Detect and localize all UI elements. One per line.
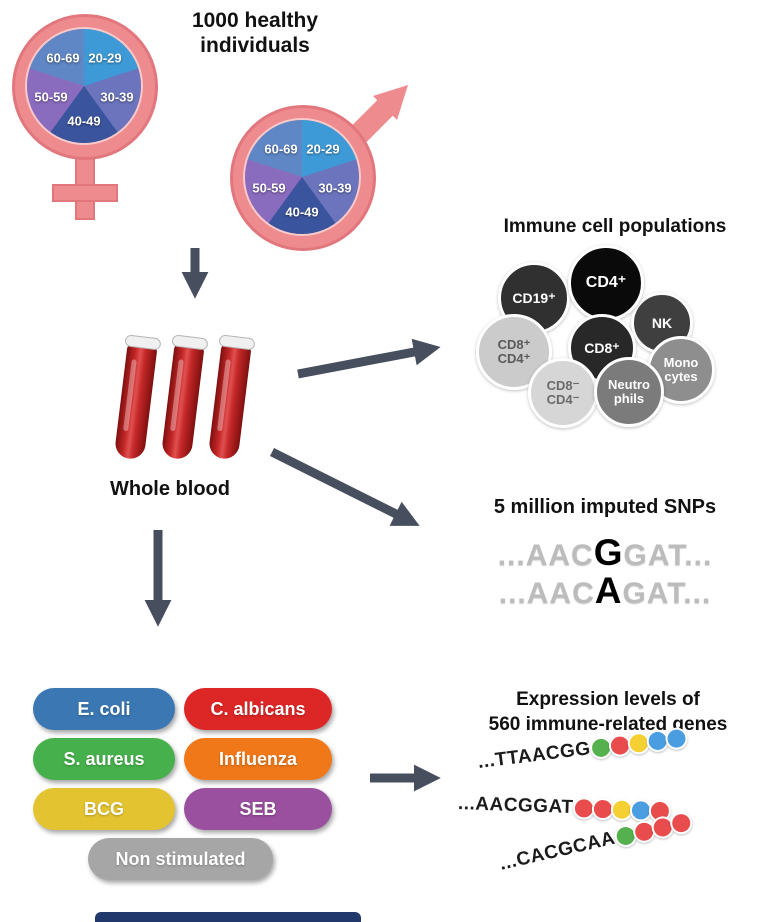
age-group-50-59: 50-59 — [34, 89, 68, 105]
snp-variant-allele: A — [594, 570, 623, 611]
cell-cd4-pos: CD4⁺ — [568, 245, 644, 321]
study-title-line1: 1000 healthy — [191, 9, 319, 32]
cell-neutrophils: Neutro phils — [594, 357, 664, 427]
snp-prefix: ...AAC — [497, 539, 594, 572]
age-group-20-29: 20-29 — [306, 141, 340, 157]
study-title-line2: individuals — [200, 34, 310, 58]
stimulus-saureus: S. aureus — [33, 738, 175, 780]
age-group-20-29: 20-29 — [88, 50, 122, 66]
stimulus-bcg: BCG — [33, 788, 175, 830]
stimulus-non-stimulated: Non stimulated — [88, 838, 273, 880]
stimulus-influenza: Influenza — [184, 738, 332, 780]
sequence-text: ...AACGGAT — [457, 793, 574, 819]
female-circle: 20-29 30-39 40-49 50-59 60-69 — [12, 14, 158, 160]
whole-blood-label: Whole blood — [110, 478, 230, 500]
bottom-cropped-bar — [95, 912, 361, 922]
expression-title-line1: Expression levels of — [516, 689, 700, 710]
sequence-text: ...TTAACGG — [476, 738, 592, 773]
age-group-60-69: 60-69 — [264, 141, 298, 157]
age-group-40-49: 40-49 — [285, 204, 319, 220]
age-group-30-39: 30-39 — [318, 180, 352, 196]
stimulus-calbicans: C. albicans — [184, 688, 332, 730]
expression-title: Expression levels of 560 immune-related … — [452, 688, 764, 737]
age-group-30-39: 30-39 — [100, 89, 134, 105]
blood-tube-2 — [157, 334, 209, 463]
male-age-pie-chart: 20-29 30-39 40-49 50-59 60-69 — [245, 120, 359, 234]
stimulus-seb: SEB — [184, 788, 332, 830]
stimulus-ecoli: E. coli — [33, 688, 175, 730]
blood-tube-3 — [204, 334, 256, 463]
age-group-40-49: 40-49 — [67, 113, 101, 129]
male-circle: 20-29 30-39 40-49 50-59 60-69 — [230, 105, 376, 251]
snp-sequence-2: ...AACAGAT... — [452, 570, 758, 612]
female-symbol-crossbar — [52, 184, 118, 202]
cell-cd8-cd4-dn: CD8⁻ CD4⁻ — [528, 358, 598, 428]
snps-title: 5 million imputed SNPs — [493, 496, 717, 518]
female-age-pie-chart: 20-29 30-39 40-49 50-59 60-69 — [27, 29, 141, 143]
immune-cells-title: Immune cell populations — [503, 216, 727, 237]
male-symbol: 20-29 30-39 40-49 50-59 60-69 — [230, 85, 408, 255]
snp-suffix: GAT... — [622, 577, 712, 610]
snp-suffix: GAT... — [623, 539, 713, 572]
expression-title-line2: 560 immune-related genes — [488, 713, 728, 735]
snp-sequence-1: ...AACGGAT... — [452, 532, 758, 574]
age-group-50-59: 50-59 — [252, 180, 286, 196]
arrow-blood-to-cells — [297, 338, 441, 379]
age-group-60-69: 60-69 — [46, 50, 80, 66]
arrow-blood-to-snps — [269, 447, 420, 526]
expression-bead-blue — [664, 726, 690, 751]
gene-sequence-row-2: ...AACGGAT — [457, 793, 672, 823]
female-symbol: 20-29 30-39 40-49 50-59 60-69 — [12, 14, 162, 239]
study-title: 1000 healthy individuals — [160, 8, 350, 58]
snp-prefix: ...AAC — [498, 577, 595, 610]
sequence-text: ...CACGCAA — [497, 827, 618, 875]
snp-variant-allele: G — [593, 532, 624, 573]
blood-tube-1 — [110, 334, 162, 463]
